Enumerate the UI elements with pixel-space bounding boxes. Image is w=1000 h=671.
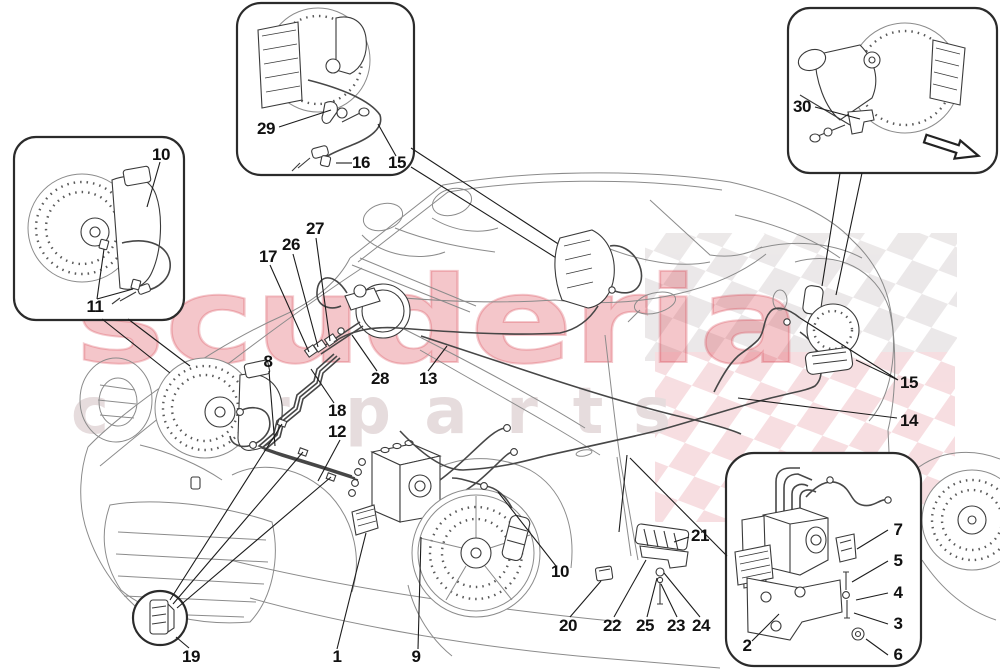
callout-10b: 10: [551, 562, 569, 581]
callout-28: 28: [371, 369, 389, 388]
callout-22: 22: [603, 616, 621, 635]
callout-15b: 15: [900, 373, 918, 392]
watermark-letter: s: [633, 375, 671, 449]
direction-arrow-icon: [922, 130, 981, 165]
callout-15a: 15: [388, 153, 406, 172]
inset-box-hydraulic-control-unit: [726, 453, 921, 666]
inset-box-rear-parking-brake-cable: [237, 3, 414, 175]
inset-box-front-parking-brake: [14, 137, 184, 320]
callout-7: 7: [893, 520, 903, 539]
rear-right-brake-on-car: [714, 285, 859, 392]
rear-caliper-on-car: [334, 230, 642, 342]
callout-16: 16: [352, 153, 370, 172]
watermark-letter: p: [345, 375, 391, 449]
callout-27: 27: [306, 219, 324, 238]
callout-24: 24: [692, 616, 710, 635]
leader-lines: [102, 148, 898, 655]
callout-9: 9: [411, 647, 421, 666]
callout-30: 30: [793, 97, 811, 116]
callout-29: 29: [257, 119, 275, 138]
rear-right-wheel: [922, 470, 1000, 570]
callout-25: 25: [636, 616, 654, 635]
callout-10a: 10: [152, 145, 170, 164]
callout-1: 1: [332, 647, 342, 666]
watermark-letter: a: [424, 375, 467, 449]
callout-19: 19: [182, 647, 200, 666]
callout-21: 21: [691, 526, 709, 545]
detail-circle-clip: [133, 591, 187, 645]
callout-2: 2: [742, 636, 752, 655]
callout-17: 17: [259, 247, 277, 266]
callout-8: 8: [263, 352, 273, 371]
callout-13: 13: [419, 369, 437, 388]
callout-12: 12: [328, 422, 346, 441]
watermark-letter: t: [573, 375, 604, 449]
callout-3: 3: [893, 614, 903, 633]
brake-booster-master-cylinder: [305, 278, 410, 357]
watermark-letter: r: [506, 375, 538, 449]
rear-left-wheel-brake: [412, 478, 540, 617]
inset-box-rear-knuckle: [788, 8, 997, 173]
car-illustration: [80, 173, 1000, 668]
callout-6: 6: [893, 645, 903, 664]
callout-26: 26: [282, 235, 300, 254]
callout-14: 14: [900, 411, 918, 430]
callout-4: 4: [893, 583, 903, 602]
callout-20: 20: [559, 616, 577, 635]
callout-18: 18: [328, 401, 346, 420]
checkered-flag-watermark: [645, 233, 957, 522]
pipe-clamp-and-shield-parts: [595, 455, 689, 604]
callout-23: 23: [667, 616, 685, 635]
callout-5: 5: [893, 551, 903, 570]
abs-unit-on-car: [349, 425, 518, 535]
callout-11: 11: [86, 297, 104, 316]
